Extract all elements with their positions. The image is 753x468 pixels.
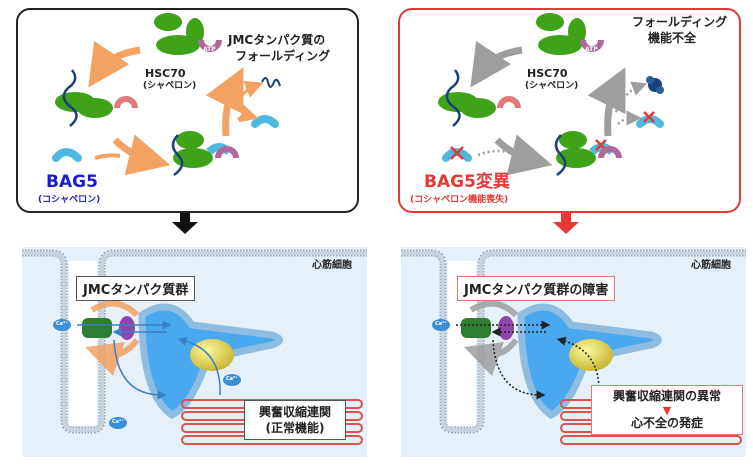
cardiomyocyte-normal: 心筋細胞 JMCタンパク質群 興奮収縮連関 (正常機能): [22, 235, 367, 457]
bag5-mutant-sub-label: (コシャペロン機能喪失): [410, 195, 509, 205]
calcium-ion-icon: [53, 319, 71, 331]
atp-label: ATP: [203, 46, 216, 53]
calcium-label: Ca²⁺: [226, 376, 238, 382]
mutant-chaperone-cycle-panel: [398, 8, 741, 213]
ecc-line1: 興奮収縮連関の異常: [612, 389, 721, 403]
hsc70-atp-bag5-complex-icon: [171, 131, 239, 177]
calcium-label: Ca²⁺: [435, 321, 447, 327]
bag5-mutant-label: BAG5変異: [424, 172, 510, 192]
hsc70-complex-mutant-icon: [554, 131, 622, 177]
hsc70-adp-complex-icon: [438, 69, 521, 127]
down-arrow-normal: [172, 213, 198, 234]
ecc-line2: 心不全の発症: [630, 415, 703, 430]
outcome-line2: 機能不全: [648, 31, 697, 45]
atp-icon: [580, 40, 604, 52]
hsc70-sub-label: (シャペロン): [525, 81, 579, 91]
adp-label: ADP: [501, 114, 516, 121]
down-arrow-mutant: [553, 213, 579, 234]
ryr-channel-icon: [119, 316, 135, 340]
cell-label: 心筋細胞: [691, 260, 731, 271]
ecc-line1: 興奮収縮連関: [258, 405, 331, 419]
cardiomyocyte-mutant: 心筋細胞 JMCタンパク質群の障害 興奮収縮連関の異常 ▼ 心不全の発症: [401, 235, 746, 457]
ecc-line2: (正常機能): [265, 421, 325, 436]
misfolded-protein-icon: [646, 76, 664, 94]
red-down-arrow-icon: ▼: [662, 403, 672, 417]
serca-icon: [190, 339, 234, 371]
right-cycle-graphics: [438, 13, 664, 177]
atp-label: ATP: [585, 46, 598, 53]
bag5-sub-label: (コシャペロン): [38, 195, 101, 205]
folded-protein-icon: [261, 77, 281, 88]
hsc70-adp-complex-icon: [55, 69, 138, 127]
atp-label: ATP: [603, 166, 616, 173]
outcome-line2: フォールディング: [235, 49, 331, 63]
outcome-line1: JMCタンパク質の: [228, 33, 326, 47]
mutant-bag5-icon: [442, 146, 472, 162]
adp-label: ADP: [118, 114, 133, 121]
hsc70-label: HSC70: [145, 67, 186, 80]
calcium-ion-icon: [109, 417, 127, 429]
atp-icon: [198, 40, 222, 52]
ecc-normal-box: 興奮収縮連関 (正常機能): [244, 400, 346, 441]
ryr-channel-icon: [498, 316, 514, 340]
serca-icon: [569, 339, 613, 371]
hsc70-label: HSC70: [527, 67, 568, 80]
bag5-label: BAG5: [46, 172, 98, 192]
atp-label: ATP: [220, 166, 233, 173]
released-bag5-icon: [251, 115, 279, 128]
left-cycle-graphics: [52, 13, 281, 177]
hsc70-top-icon: [536, 13, 586, 55]
jmc-protein-group-impaired-label: JMCタンパク質群の障害: [457, 276, 616, 301]
hsc70-top-icon: [154, 13, 204, 55]
calcium-ion-icon: [223, 374, 241, 386]
ltcc-channel-icon: [461, 318, 491, 338]
outcome-line1: フォールディング: [632, 15, 728, 29]
bag5-icon: [52, 148, 82, 162]
released-mutant-bag5-icon: [636, 111, 664, 128]
ltcc-channel-icon: [82, 318, 112, 338]
jmc-protein-group-label: JMCタンパク質群: [76, 276, 196, 301]
cell-label: 心筋細胞: [312, 260, 352, 271]
hsc70-sub-label: (シャペロン): [143, 81, 197, 91]
calcium-label: Ca²⁺: [56, 321, 68, 327]
calcium-label: Ca²⁺: [112, 419, 124, 425]
ecc-abnormal-box: 興奮収縮連関の異常 ▼ 心不全の発症: [591, 385, 743, 436]
calcium-ion-icon: [432, 319, 450, 331]
